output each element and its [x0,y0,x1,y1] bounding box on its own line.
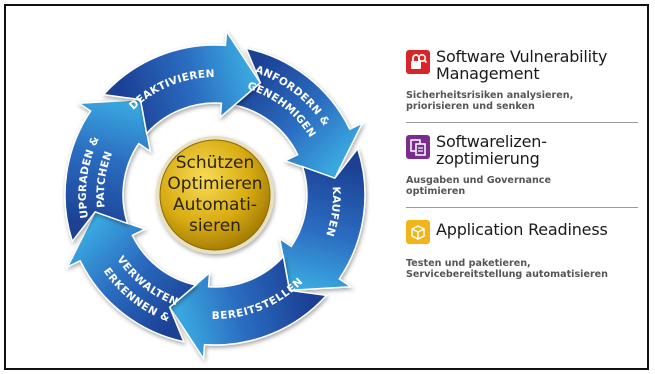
product-license-optimization: Softwarelizen- zoptimierung Ausgaben und… [406,133,644,197]
product-title-line-1: Application Readiness [436,220,608,239]
product-title-line-1: Software Vulnerability [436,47,608,66]
lock-search-icon [406,50,430,74]
center-text: Schützen Optimieren Automati- sieren [167,153,262,236]
center-line-2: Optimieren [167,174,262,194]
product-description-line-1: Testen und paketieren, [406,258,531,269]
package-box-icon [406,220,430,244]
product-description-line-2: priorisieren und senken [406,101,535,112]
cycle-arrow-5 [64,98,152,243]
product-vulnerability-management: Software Vulnerability Management Sicher… [406,48,644,112]
cycle-arrow-6 [102,29,262,136]
center-line-4: sieren [189,216,241,236]
license-document-icon [406,135,430,159]
product-list: Software Vulnerability Management Sicher… [406,48,644,280]
cycle-arrow-4 [65,210,198,343]
product-description-line-1: Sicherheitsrisiken analysieren, [406,90,574,101]
center-hub [156,136,274,254]
divider [406,122,638,123]
center-line-3: Automati- [173,195,257,215]
lifecycle-diagram: ANFORDERN &GENEHMIGENKAUFENBEREITSTELLEN… [64,29,366,361]
center-line-1: Schützen [176,153,255,173]
divider [406,207,638,208]
product-description-line-2: Servicebereitstellung automatisieren [406,269,609,280]
product-description-line-1: Ausgaben und Governance [406,175,552,186]
cycle-arrow-3 [168,254,328,361]
cycle-arrow-2 [278,147,366,292]
product-title-line-1: Softwarelizen- [436,132,547,151]
product-description-line-2: optimieren [406,186,466,197]
cycle-arrow-1 [232,47,365,180]
product-title-line-2: Management [436,64,540,83]
product-title-line-2: zoptimierung [436,149,540,168]
product-application-readiness: Application Readiness Testen und paketie… [406,218,644,280]
